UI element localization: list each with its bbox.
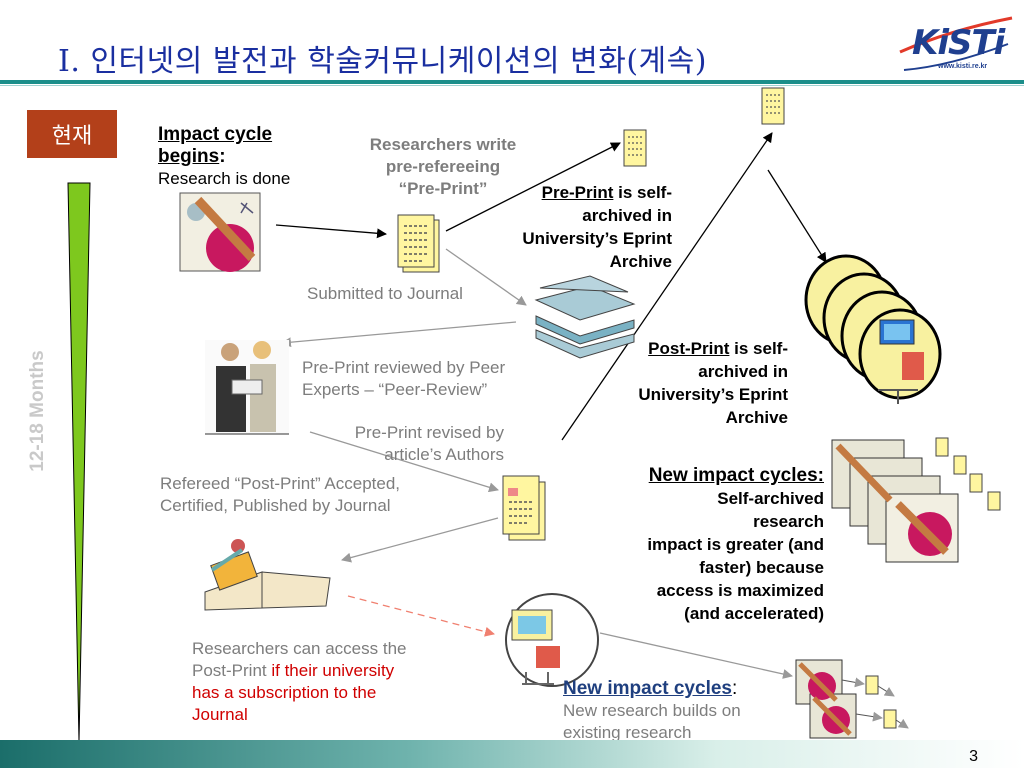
arrow-to-revised [309,431,499,493]
peer-reviewers-icon [205,340,289,435]
archive-users-icon [804,254,942,404]
footer-bar [0,740,1024,768]
postprint-archived-text: Post-Print is self- archived in Universi… [596,337,788,429]
postprint-rest: is self- [729,339,788,358]
arrow-dashed-access [347,595,495,637]
rw-line-3: “Pre-Print” [398,179,488,198]
preprint-line-3: Archive [609,252,672,271]
access-line-3: has a subscription to the [192,683,377,702]
impact-heading-1: Impact cycle [158,124,273,145]
title-rule-thin [0,85,1024,86]
rw-line-2: pre-refereeing [385,157,501,176]
postprint-line-2: University’s Eprint [638,385,788,404]
submitted-text: Submitted to Journal [307,284,463,303]
postprint-line-1: archived in [698,362,788,381]
journal-stack-icon [534,275,636,359]
peer-line-2: Experts – “Peer-Review” [302,380,488,399]
new-cycles-right-text: New impact cycles: Self-archived researc… [604,464,824,625]
bottom-new-cycles-icon [795,659,909,739]
peer-line-1: Pre-Print reviewed by Peer [302,358,506,377]
revised-line-1: Pre-Print revised by [354,423,504,442]
impact-body: Research is done [158,169,291,188]
current-badge: 현재 [27,110,117,158]
computer-reader-icon [505,593,599,687]
new-cycles-right-heading: New impact cycles: [648,465,824,486]
refereed-line-2: Certified, Published by Journal [160,496,391,515]
preprint-rest: is self- [613,183,672,202]
access-line-1: Researchers can access the [192,639,407,658]
ncr-line-5: access is maximized [656,581,824,600]
arrow-preprint-to-archive [445,142,621,232]
access-line-2b: if their university [271,661,395,680]
postprint-document-icon [502,475,546,541]
rw-line-1: Researchers write [369,135,517,154]
peer-review-text: Pre-Print reviewed by Peer Experts – “Pe… [302,357,505,401]
arrow-to-reviewers [281,321,517,348]
postprint-term: Post-Print [648,339,730,358]
ncr-line-4: faster) because [699,558,824,577]
access-line-2a: Post-Print [192,661,272,680]
preprint-term: Pre-Print [541,183,614,202]
ncr-line-3: impact is greater (and [647,535,824,554]
revised-text: Pre-Print revised by article’s Authors [318,422,504,466]
arrow-postprint-to-archive [561,132,773,441]
new-cycles-docs-icon [935,437,1001,511]
ncr-line-2: research [753,512,824,531]
archive-doc-icon [761,87,785,125]
refereed-line-1: Refereed “Post-Print” Accepted, [160,474,401,493]
researcher-icon [179,192,261,272]
access-text: Researchers can access the Post-Print if… [192,638,407,726]
ncr-line-6: (and accelerated) [684,604,824,623]
arrow-submitted [445,248,527,306]
title-rule [0,80,1024,84]
preprint-line-2: University’s Eprint [522,229,672,248]
ncb-line-1: New research builds on [563,701,741,720]
arrow-to-journal [341,517,499,563]
ncb-heading: New impact cycles [563,678,732,699]
new-cycles-researchers-icon [831,439,959,563]
new-cycles-bottom-text: New impact cycles: New research builds o… [563,678,741,744]
preprint-archived-text: Pre-Print is self- archived in Universit… [480,181,672,273]
preprint-line-1: archived in [582,206,672,225]
arrow-archive-to-users [767,169,827,263]
preprint-document-icon [397,214,440,273]
impact-colon: : [219,146,226,167]
kisti-logo: KiSTi [912,23,1005,63]
postprint-line-3: Archive [725,408,788,427]
refereed-text: Refereed “Post-Print” Accepted, Certifie… [160,473,400,517]
journal-reader-icon [204,539,331,611]
impact-heading-2: begins [158,146,220,167]
ncb-line-2: existing research [563,723,692,742]
arrow-research-to-preprint [275,224,387,239]
archived-preprint-icon [623,129,647,167]
revised-line-2: article’s Authors [384,445,504,464]
access-line-4: Journal [192,705,248,724]
page-number: 3 [969,748,978,765]
ncb-colon: : [731,678,738,699]
impact-cycle-text: Impact cycle begins: Research is done [158,124,290,190]
page-title: Ⅰ. 인터넷의 발전과 학술커뮤니케이션의 변화(계속) [58,44,707,79]
arrow-to-reader [599,632,793,679]
ncr-line-1: Self-archived [717,489,824,508]
kisti-logo-url: www.kisti.re.kr [938,63,988,70]
researchers-write-text: Researchers write pre-refereeing “Pre-Pr… [345,134,541,200]
